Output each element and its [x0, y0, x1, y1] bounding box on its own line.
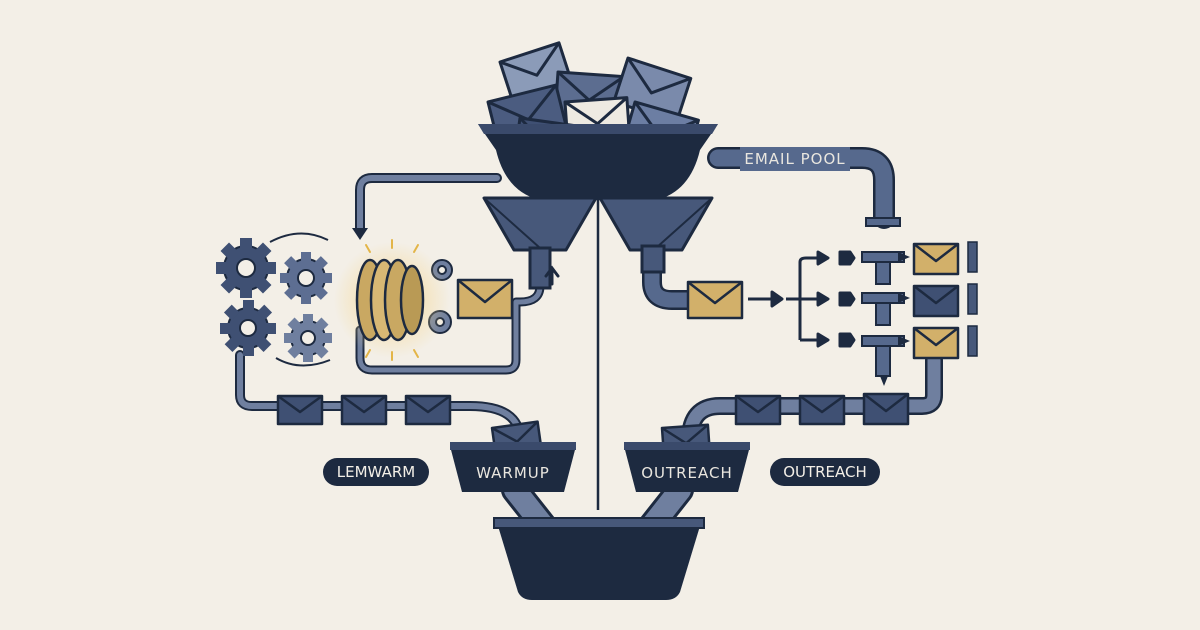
- warmup-disc-stack: [355, 258, 425, 342]
- arrow-down-icon: [352, 228, 368, 240]
- status-bars: [967, 241, 978, 357]
- outreach-pill: OUTREACH: [770, 458, 880, 486]
- envelope-icon: [798, 394, 846, 426]
- gear-icon: [280, 252, 332, 304]
- lemwarm-pill: LEMWARM: [323, 458, 429, 486]
- funnel-left: [482, 196, 598, 290]
- pipe-left-loop: [355, 173, 502, 233]
- envelope-icon: [912, 242, 960, 276]
- outreach-label: OUTREACH: [783, 463, 867, 481]
- envelope-icon: [404, 394, 452, 426]
- valve-arrows: [898, 252, 910, 346]
- envelope-icon: [912, 326, 960, 360]
- lemwarm-label: LEMWARM: [337, 463, 415, 481]
- up-arrow-icon: [544, 265, 560, 286]
- envelope-icon: [912, 284, 960, 318]
- email-pool-label-box: [740, 147, 850, 171]
- outreach-bin: OUTREACH: [624, 442, 750, 492]
- envelope-icon: [276, 394, 324, 426]
- envelope-icon: [734, 394, 782, 426]
- envelope-icon: [862, 392, 910, 426]
- gear-icon: [216, 238, 276, 298]
- warmup-bin: WARMUP: [450, 442, 576, 492]
- envelope-icon: [340, 394, 388, 426]
- funnel-right: [598, 196, 714, 274]
- gear-icon: [284, 314, 332, 362]
- email-pool-label: EMAIL POOL: [744, 150, 845, 168]
- valve-column: [861, 217, 905, 377]
- gear-icon: [220, 300, 276, 356]
- bottom-bin: [493, 517, 705, 600]
- distribution-arrows: [748, 250, 856, 348]
- outreach-bin-label: OUTREACH: [641, 464, 733, 482]
- envelope-icon: [456, 278, 514, 320]
- top-bin: [478, 124, 718, 200]
- envelope-icon: [686, 280, 744, 320]
- glow-rays: [365, 239, 419, 361]
- warmup-label: WARMUP: [476, 464, 550, 482]
